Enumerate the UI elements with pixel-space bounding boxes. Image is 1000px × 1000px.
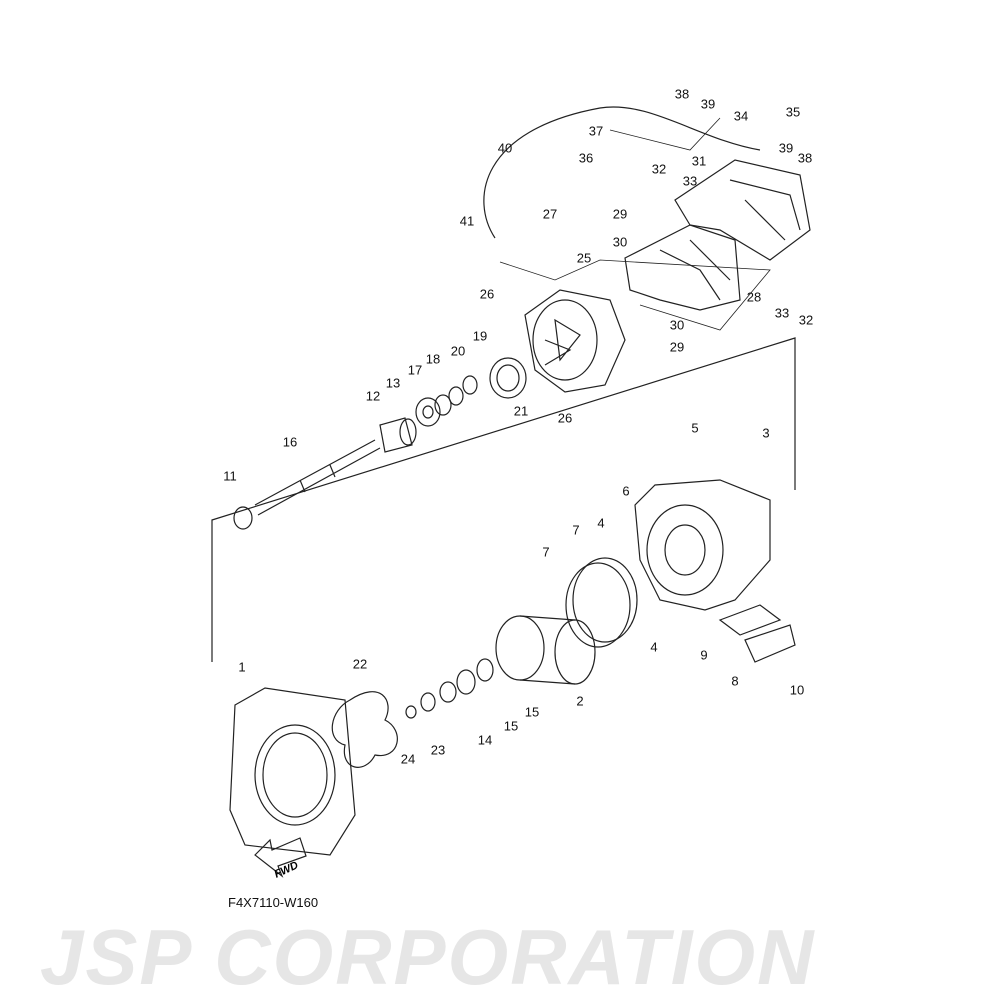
part-number-label: 39: [700, 96, 716, 112]
part-number-label: 33: [682, 173, 698, 189]
part-23: [420, 692, 436, 712]
housing-25-vanes: [544, 318, 581, 366]
diagram-code: F4X7110-W160: [228, 895, 319, 910]
part-19-inner: [496, 364, 520, 392]
part-number-label: 33: [774, 305, 790, 321]
part-number-label: 35: [785, 104, 801, 120]
part-number-label: 14: [477, 732, 493, 748]
part-13: [415, 397, 441, 427]
plate-1-inner: [262, 732, 328, 818]
part-number-label: 17: [407, 362, 423, 378]
part-number-label: 6: [622, 483, 630, 499]
part-17: [434, 394, 452, 416]
part-number-label: 15: [524, 704, 540, 720]
part-number-label: 9: [700, 647, 708, 663]
nozzle-part-31-detail: [729, 179, 801, 241]
part-number-label: 5: [691, 420, 699, 436]
housing-6-bore: [646, 504, 724, 596]
ring-7: [572, 557, 638, 643]
fwd-arrow-icon: [254, 837, 307, 878]
plate-1: [229, 687, 356, 856]
part-number-label: 32: [798, 312, 814, 328]
nozzle-part-31: [674, 159, 811, 261]
part-number-label: 40: [497, 140, 513, 156]
part-number-label: 26: [557, 410, 573, 426]
part-number-label: 12: [365, 388, 381, 404]
part-number-label: 34: [733, 108, 749, 124]
part-number-label: 19: [472, 328, 488, 344]
part-14: [439, 681, 457, 703]
part-number-label: 3: [762, 425, 770, 441]
part-number-label: 37: [588, 123, 604, 139]
part-11: [233, 506, 253, 530]
part-number-label: 18: [425, 351, 441, 367]
part-number-label: 15: [503, 718, 519, 734]
assembly-line: [609, 117, 721, 151]
part-number-label: 32: [651, 161, 667, 177]
wire-40: [483, 106, 761, 239]
part-number-label: 13: [385, 375, 401, 391]
part-24: [405, 705, 417, 719]
part-number-label: 16: [282, 434, 298, 450]
part-number-label: 41: [459, 213, 475, 229]
part-number-label: 29: [669, 339, 685, 355]
part-number-label: 7: [572, 522, 580, 538]
part-number-label: 29: [612, 206, 628, 222]
part-number-label: 11: [223, 468, 237, 484]
part-number-label: 27: [542, 206, 558, 222]
part-number-label: 21: [513, 403, 529, 419]
part-15: [476, 658, 494, 682]
part-number-label: 38: [674, 86, 690, 102]
part-number-label: 8: [731, 673, 739, 689]
part-number-label: 22: [352, 656, 368, 672]
plate-1-bore: [254, 724, 336, 826]
part-number-label: 20: [450, 343, 466, 359]
ring-7: [565, 562, 631, 648]
watermark: JSP CORPORATION: [40, 913, 816, 1000]
impeller-22: [331, 691, 398, 768]
part-number-label: 4: [650, 639, 658, 655]
part-13-inner: [422, 405, 434, 419]
part-number-label: 31: [691, 153, 707, 169]
liner-2-end: [554, 619, 596, 685]
part-number-label: 1: [238, 659, 246, 675]
liner-2-body: [519, 615, 576, 685]
assembly-line: [211, 337, 796, 662]
part-number-label: 24: [400, 751, 416, 767]
assembly-line: [499, 259, 771, 331]
part-number-label: 36: [578, 150, 594, 166]
liner-2: [495, 615, 545, 681]
part-number-label: 23: [430, 742, 446, 758]
housing-25: [524, 289, 626, 393]
part-8: [744, 624, 796, 663]
part-19: [489, 357, 527, 399]
part-9: [718, 604, 782, 636]
part-number-label: 30: [612, 234, 628, 250]
part-number-label: 26: [479, 286, 495, 302]
part-number-label: 38: [797, 150, 813, 166]
part-number-label: 28: [746, 289, 762, 305]
housing-6: [634, 479, 771, 611]
part-number-label: 2: [576, 693, 584, 709]
nozzle-part-28-detail: [659, 239, 731, 301]
part-number-label: 39: [778, 140, 794, 156]
nozzle-part-28: [624, 224, 741, 311]
part-number-label: 10: [789, 682, 805, 698]
part-15: [456, 669, 476, 695]
housing-25-bore: [532, 299, 598, 381]
part-12-end: [399, 418, 417, 446]
part-18: [448, 386, 464, 406]
part-20: [462, 375, 478, 395]
part-number-label: 4: [597, 515, 605, 531]
housing-6-inner: [664, 524, 706, 576]
shaft-16: [254, 439, 381, 516]
part-number-label: 25: [576, 250, 592, 266]
part-number-label: 30: [669, 317, 685, 333]
part-12: [379, 417, 413, 453]
part-number-label: 7: [542, 544, 550, 560]
